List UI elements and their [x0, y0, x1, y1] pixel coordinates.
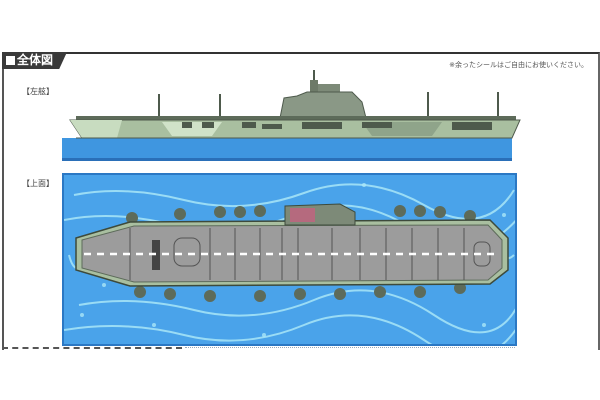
top-view-ship [75, 203, 509, 302]
side-view-ship [69, 70, 521, 139]
frame-bottom-edge [2, 347, 182, 349]
section-title-text: 全体図 [17, 53, 54, 67]
side-view-label: 【左舷】 [22, 87, 54, 96]
section-title: 全体図 [2, 52, 68, 69]
square-bullet-icon [6, 56, 15, 65]
cut-line [185, 347, 515, 348]
side-view-water [62, 138, 512, 161]
top-view-label: 【上面】 [22, 179, 54, 188]
sheet-frame [2, 52, 600, 350]
sticker-note: ※余ったシールはご自由にお使いください。 [449, 61, 588, 69]
